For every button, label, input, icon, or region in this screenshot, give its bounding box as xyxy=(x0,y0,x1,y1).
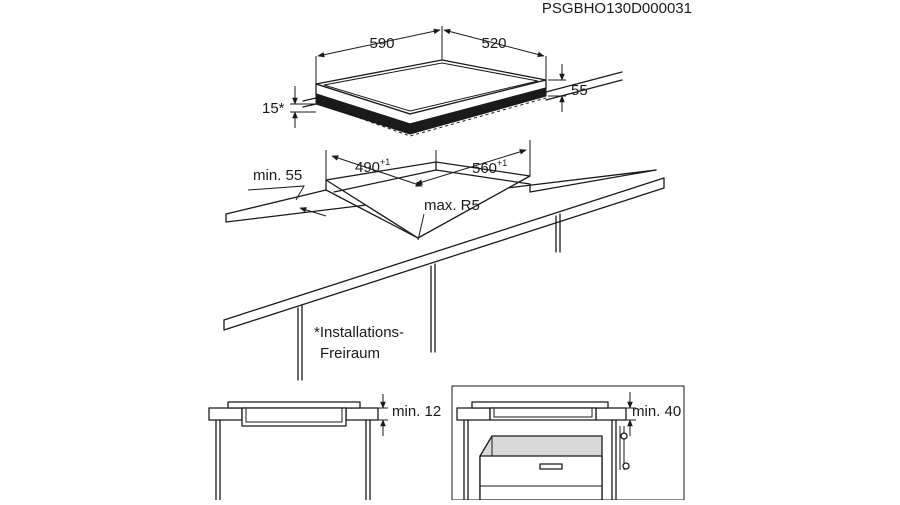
radius-label: max. R5 xyxy=(424,197,480,214)
detail-right-hob-glass xyxy=(471,401,609,409)
hob-glass-edge xyxy=(315,79,547,125)
detail-left-label: min. 12 xyxy=(392,403,441,420)
dim-min55-leader xyxy=(247,185,305,201)
dim-min55-arrow xyxy=(299,207,327,217)
detail-left-leg-left xyxy=(215,419,221,501)
detail-left: min. 12 xyxy=(208,394,441,501)
dim-15-label: 15* xyxy=(262,100,285,117)
footnote-line1: *Installations- xyxy=(314,324,404,341)
worktop-front-slab-bottom xyxy=(223,177,665,331)
footnote-line2: Freiraum xyxy=(320,345,380,362)
hob-drawing: 590 520 55 15* xyxy=(262,26,623,137)
detail-left-leg-right xyxy=(365,419,371,501)
dim-590-line xyxy=(317,28,441,58)
dim-560-line xyxy=(415,149,527,185)
detail-right-hob-body-inner xyxy=(493,408,593,418)
detail-left-worktop-right xyxy=(345,407,379,421)
detail-right-hob-body xyxy=(489,407,597,421)
hob-worktop-line-top xyxy=(302,71,623,102)
cabinet-leg-right xyxy=(555,213,561,253)
detail-left-hob-glass xyxy=(227,401,361,409)
dim-490-value: 490 xyxy=(355,159,380,176)
dim-520-label: 520 xyxy=(481,35,506,52)
detail-right-leg-left xyxy=(463,419,469,501)
detail-right-label: min. 40 xyxy=(632,403,681,420)
detail-left-ext xyxy=(378,407,388,421)
detail-right: min. 40 xyxy=(451,385,685,501)
dim-490-tolerance: +1 xyxy=(380,157,390,167)
document-code: PSGBHO130D000031 xyxy=(542,0,692,17)
worktop-drawing: 490+1 560+1 max. R5 min. 55 *Installatio… xyxy=(223,140,665,381)
cabinet-leg-left xyxy=(297,305,303,381)
detail-right-oven-handle xyxy=(539,463,563,470)
dim-490-label: 490+1 xyxy=(355,157,390,176)
dim-590-label: 590 xyxy=(369,35,394,52)
worktop-back-edge-right xyxy=(529,169,657,193)
worktop-front-top xyxy=(225,169,657,223)
dim-560-tolerance: +1 xyxy=(497,158,507,168)
dim-560-value: 560 xyxy=(472,160,497,177)
radius-leader xyxy=(417,213,425,241)
worktop-front-slab xyxy=(223,177,665,321)
dim-min55-label: min. 55 xyxy=(253,167,302,184)
dim-520-line xyxy=(443,28,545,58)
dim-55-label: 55 xyxy=(571,82,588,99)
worktop-back-edge xyxy=(225,189,327,215)
cabinet-leg-middle xyxy=(430,263,436,353)
detail-right-screw-icon xyxy=(622,462,630,470)
detail-right-worktop-left xyxy=(456,407,491,421)
dim-490-line xyxy=(331,155,423,187)
detail-left-hob-body-inner xyxy=(245,408,343,423)
detail-right-leg-right xyxy=(611,419,617,501)
detail-right-bolt-icon xyxy=(620,432,628,440)
detail-left-worktop-left xyxy=(208,407,243,421)
detail-right-worktop-right xyxy=(595,407,627,421)
detail-right-oven-front xyxy=(479,455,603,501)
detail-left-hob-body xyxy=(241,407,347,427)
dim-560-label: 560+1 xyxy=(472,158,507,177)
hob-glass-inner xyxy=(323,62,539,112)
